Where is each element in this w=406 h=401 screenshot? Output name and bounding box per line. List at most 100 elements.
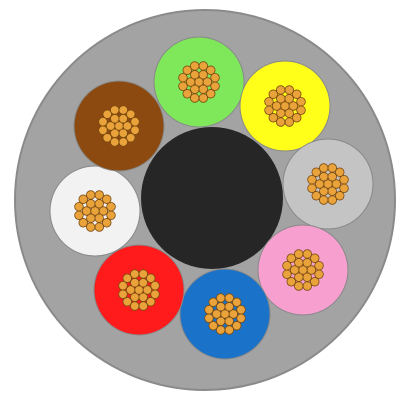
copper-strand [286, 277, 296, 287]
copper-strand [224, 325, 235, 335]
copper-strand [189, 93, 200, 103]
copper-strand [102, 194, 112, 204]
copper-strand [182, 65, 192, 75]
copper-strand [268, 113, 278, 123]
copper-strand [118, 105, 129, 115]
copper-strand [211, 309, 222, 319]
copper-strand [138, 269, 149, 279]
copper-strand [236, 305, 246, 315]
copper-strand [276, 117, 286, 127]
conductor-brown [73, 80, 165, 172]
copper-strand [224, 316, 234, 326]
copper-strand [327, 172, 337, 182]
copper-strand [327, 186, 337, 196]
copper-strand [102, 218, 112, 228]
copper-strand [198, 70, 208, 80]
copper-strand [129, 301, 140, 311]
copper-strand [224, 302, 234, 312]
copper-strand [268, 89, 278, 99]
copper-strand [224, 293, 235, 303]
copper-strand [339, 174, 349, 185]
copper-strand [130, 278, 140, 288]
copper-strand [282, 269, 292, 280]
copper-strand [232, 321, 242, 331]
copper-strand [94, 199, 104, 209]
conductor-pink [257, 224, 349, 316]
copper-strand [146, 273, 156, 283]
copper-strand [264, 96, 274, 107]
copper-strand [98, 206, 109, 216]
copper-strand [126, 133, 136, 143]
copper-strand [122, 273, 132, 283]
copper-strand [294, 249, 304, 259]
center-filler-core [141, 127, 283, 269]
copper-strand [102, 109, 112, 119]
copper-strand [202, 77, 213, 87]
copper-strand [215, 325, 226, 335]
copper-strand [109, 137, 120, 147]
copper-strand [78, 218, 88, 228]
copper-strand [178, 72, 188, 83]
copper-strand [282, 261, 292, 271]
copper-strand [284, 94, 294, 104]
copper-strand [327, 163, 338, 173]
copper-strand [85, 190, 96, 200]
copper-strand [335, 167, 345, 177]
copper-strand [210, 72, 220, 83]
copper-strand [182, 89, 192, 99]
copper-strand [81, 206, 92, 216]
copper-strand [122, 121, 133, 131]
copper-strand [138, 278, 148, 288]
copper-strand [307, 174, 317, 185]
copper-strand [118, 114, 128, 124]
copper-strand [331, 179, 342, 189]
copper-strand [215, 293, 226, 303]
copper-strand [98, 116, 108, 127]
copper-strand [208, 321, 218, 331]
copper-strand [78, 194, 88, 204]
copper-strand [118, 281, 128, 291]
copper-strand [292, 113, 302, 123]
copper-strand [74, 201, 84, 212]
copper-strand [310, 253, 320, 263]
copper-strand [118, 137, 129, 147]
copper-strand [286, 253, 296, 263]
copper-strand [288, 101, 299, 111]
copper-strand [284, 108, 294, 118]
copper-strand [216, 302, 226, 312]
copper-strand [208, 297, 218, 307]
copper-strand [206, 89, 216, 99]
conductors-group [49, 36, 374, 360]
conductor-green [153, 36, 245, 128]
copper-strand [142, 285, 153, 295]
copper-strand [327, 195, 338, 205]
conductor-yellow [239, 60, 331, 152]
copper-strand [106, 201, 116, 212]
copper-strand [105, 121, 116, 131]
copper-strand [276, 85, 286, 95]
conductor-white [49, 165, 141, 257]
copper-strand [289, 265, 300, 275]
copper-strand [314, 261, 324, 271]
copper-strand [150, 281, 160, 291]
copper-strand [302, 272, 312, 282]
copper-strand [206, 65, 216, 75]
copper-strand [185, 77, 196, 87]
copper-strand [118, 128, 128, 138]
copper-strand [302, 281, 313, 291]
copper-strand [319, 163, 329, 173]
copper-strand [74, 210, 84, 221]
copper-strand [198, 61, 209, 71]
copper-strand [204, 313, 214, 324]
copper-strand [307, 183, 317, 194]
copper-strand [86, 199, 96, 209]
copper-strand [138, 292, 148, 302]
copper-strand [98, 125, 108, 136]
copper-strand [146, 297, 156, 307]
copper-strand [335, 191, 345, 201]
copper-strand [138, 301, 149, 311]
conductor-grey [282, 138, 374, 230]
copper-strand [311, 191, 321, 201]
copper-strand [319, 172, 329, 182]
